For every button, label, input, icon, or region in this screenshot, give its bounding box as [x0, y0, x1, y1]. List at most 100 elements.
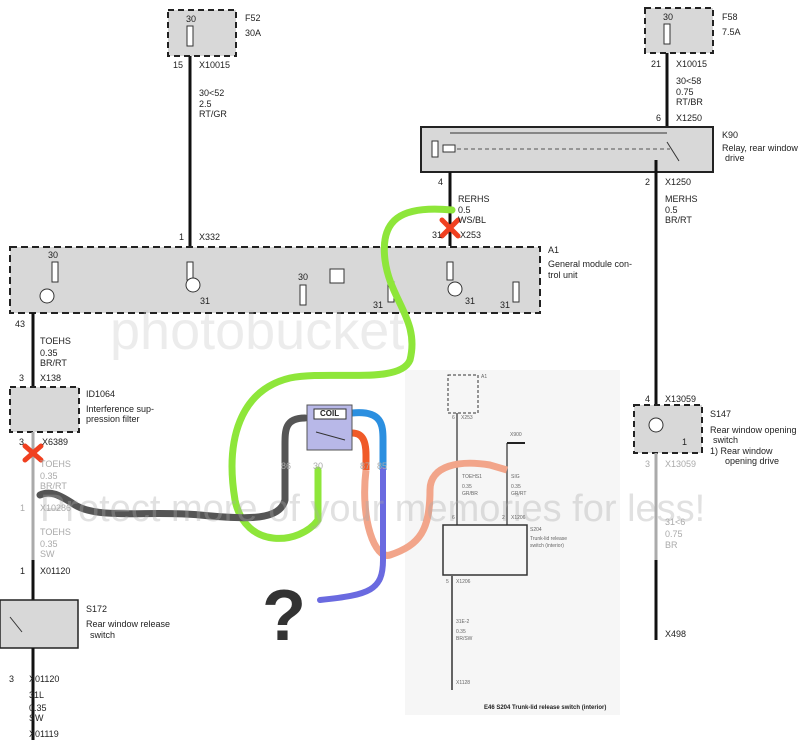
terminal-label: 30	[298, 272, 309, 282]
s204-a1-box	[447, 374, 479, 414]
a1-connector: X332	[199, 232, 221, 242]
transistor-icon	[39, 288, 55, 304]
pin: 3	[19, 373, 25, 383]
connector: X138	[40, 373, 62, 383]
a1-pin: 1	[179, 232, 185, 242]
connector: X01120	[29, 674, 60, 684]
resistor-icon	[431, 140, 439, 158]
motor-icon	[648, 417, 664, 433]
connector: X01120	[40, 566, 71, 576]
relay-pin-30: 30	[313, 461, 324, 471]
connector: X10286	[40, 503, 72, 513]
terminal-label: 31	[465, 296, 476, 306]
wire-label: 31L	[29, 690, 45, 700]
pin: 6	[452, 515, 455, 521]
f52-name: F52	[245, 13, 261, 23]
switch-s147-box	[633, 404, 703, 454]
wire-label: MERHS	[665, 194, 698, 204]
cut-mark-icon	[22, 443, 44, 463]
resistor-icon	[186, 261, 194, 281]
f52-connector: X10015	[199, 60, 231, 70]
connector: X13059	[665, 394, 697, 404]
wire-label: TOEHS	[40, 527, 71, 537]
coil-label: COIL	[320, 409, 340, 418]
k90-connector: X1250	[676, 113, 703, 123]
f58-conn-pin: 21	[651, 59, 662, 69]
terminal-label: 31	[200, 296, 211, 306]
pin: 5	[446, 579, 449, 585]
s204-name: S204	[530, 527, 542, 533]
wire-color: RT/GR	[199, 109, 227, 119]
connector: X13059	[665, 459, 697, 469]
coil-icon	[442, 144, 456, 153]
wire-label: SIG	[511, 474, 520, 480]
pin: 6	[452, 415, 455, 421]
resistor-icon	[446, 261, 454, 281]
s172-name: S172	[86, 604, 108, 614]
wire-label: 31E-2	[456, 619, 470, 625]
k90-name: K90	[722, 130, 739, 140]
a1-name: A1	[548, 245, 560, 255]
transistor-icon	[185, 277, 201, 293]
transistor-icon	[447, 281, 463, 297]
relay-pin-86: 86	[281, 461, 292, 471]
switch-contact-icon	[666, 141, 680, 162]
switch-contact-icon	[9, 616, 23, 633]
wire-label: TOEHS	[40, 336, 71, 346]
wire-color: BR	[665, 540, 678, 550]
fuse-f58-box	[644, 7, 714, 54]
wire-label: 31<6	[665, 517, 686, 527]
connector: X900	[510, 432, 522, 438]
question-mark: ?	[262, 576, 306, 656]
wire-size: 0.35	[462, 484, 472, 490]
s147-note: opening drive	[725, 456, 780, 466]
id1064-desc: pression filter	[86, 414, 140, 424]
fuse-icon	[186, 25, 194, 47]
wire-color: BR/RT	[40, 358, 67, 368]
wire-color: GR/BR	[462, 491, 478, 497]
pin: 2	[502, 515, 505, 521]
s204-switch-box	[442, 524, 528, 576]
f58-connector: X10015	[676, 59, 708, 69]
wire-color: BR/RT	[665, 215, 692, 225]
pin: 1	[20, 566, 26, 576]
s204-a1: A1	[481, 374, 488, 380]
wire-label: 30<52	[199, 88, 225, 98]
relay-k90-box	[420, 126, 714, 173]
ground-connector: X498	[665, 629, 687, 639]
connector: X1206	[456, 579, 471, 585]
id1064-desc: Interference sup-	[86, 404, 155, 414]
wire-size: 0.35	[40, 471, 58, 481]
wire-label: RERHS	[458, 194, 490, 204]
annotation-wire-orange	[351, 429, 370, 470]
coil-icon	[313, 408, 347, 420]
a1-pin: 31	[432, 230, 443, 240]
relay-contact-icon	[315, 431, 346, 441]
ground-connector: X1128	[456, 680, 471, 686]
wire-label: 30<58	[676, 76, 702, 86]
wire-color: BR/RT	[40, 481, 67, 491]
fuse-icon	[663, 23, 671, 45]
relay-pin-87: 87	[360, 461, 371, 471]
s204-desc: switch (interior)	[530, 543, 564, 549]
annotation-wire-lavender	[317, 467, 386, 603]
wire-color: BR/SW	[456, 636, 473, 642]
pin: 4	[645, 394, 651, 404]
fuse-f52-box	[167, 9, 237, 57]
sensor-icon	[329, 268, 345, 284]
terminal-label: 31	[500, 300, 511, 310]
pin: 3	[645, 459, 651, 469]
s172-desc: Rear window release	[86, 619, 171, 629]
wire-size: 0.35	[456, 629, 466, 635]
wire-size: 0.35	[29, 703, 47, 713]
s147-desc: switch	[713, 435, 739, 445]
f52-conn-pin: 15	[173, 60, 184, 70]
a1-connector: X253	[460, 230, 482, 240]
annotation-wire-salmon	[361, 459, 508, 559]
pin: 3	[9, 674, 15, 684]
annotation-wire-blue	[351, 409, 387, 470]
a1-desc: trol unit	[548, 270, 578, 280]
wire-color: SW	[29, 713, 44, 723]
a1-desc: General module con-	[548, 259, 633, 269]
wire-label: TOEHS	[40, 459, 71, 469]
